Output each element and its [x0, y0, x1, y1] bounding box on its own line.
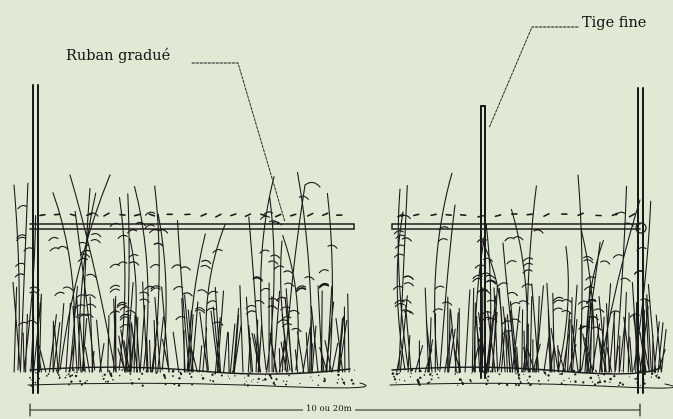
leader-line-tige	[489, 27, 578, 128]
distance-label: 10 ou 20m	[303, 404, 355, 414]
graduated-tape-label: Ruban gradué	[66, 48, 170, 64]
vegetation-left	[13, 173, 349, 373]
thin-rod-label: Tige fine	[582, 15, 646, 31]
tape-graduations	[40, 213, 635, 217]
leader-line-ruban	[192, 63, 285, 222]
vegetation-right	[394, 173, 667, 372]
